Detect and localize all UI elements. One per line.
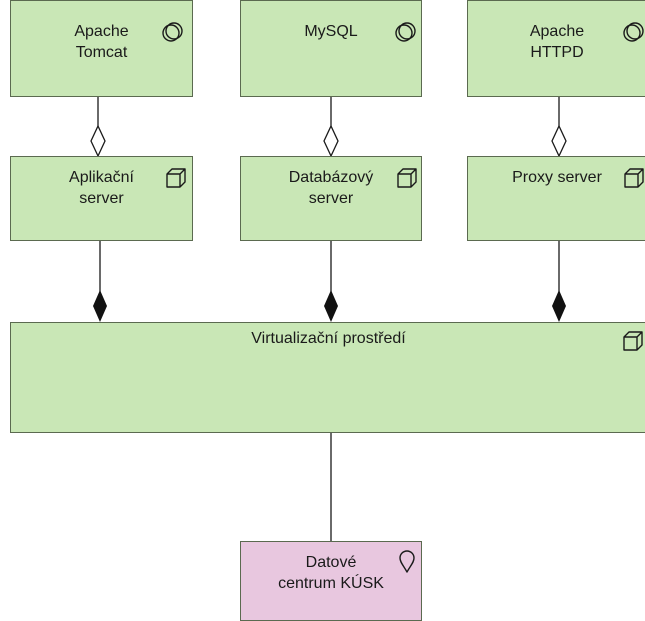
node-databazovy-server[interactable]: Databázový server xyxy=(240,156,422,241)
system-software-icon xyxy=(623,22,644,42)
node-virtualizacni-prostredi[interactable]: Virtualizační prostředí xyxy=(10,322,645,433)
node-label: MySQL xyxy=(304,23,358,40)
node-box-icon xyxy=(166,168,186,188)
aggregation-diamond-db xyxy=(323,124,339,158)
system-software-icon xyxy=(395,22,416,42)
composition-diamond-app xyxy=(93,290,107,322)
node-label: Virtualizační prostředí xyxy=(251,330,406,347)
aggregation-diamond-proxy xyxy=(551,124,567,158)
node-mysql[interactable]: MySQL xyxy=(240,0,422,97)
location-pin-icon xyxy=(399,550,415,573)
composition-diamond-proxy xyxy=(552,290,566,322)
node-apache-httpd[interactable]: Apache HTTPD xyxy=(467,0,645,97)
node-apache-tomcat[interactable]: Apache Tomcat xyxy=(10,0,193,97)
node-box-icon xyxy=(624,168,644,188)
node-box-icon xyxy=(397,168,417,188)
node-label: Apache Tomcat xyxy=(74,23,129,61)
node-label: Aplikační server xyxy=(69,169,134,207)
node-label: Proxy server xyxy=(512,169,602,186)
node-datove-centrum-kusk[interactable]: Datové centrum KÚSK xyxy=(240,541,422,621)
system-software-icon xyxy=(162,22,183,42)
node-proxy-server[interactable]: Proxy server xyxy=(467,156,645,241)
node-aplikacni-server[interactable]: Aplikační server xyxy=(10,156,193,241)
node-label: Apache HTTPD xyxy=(529,23,585,61)
node-label: Datové centrum KÚSK xyxy=(278,554,384,592)
node-box-icon xyxy=(623,331,643,351)
node-label: Databázový server xyxy=(288,169,374,207)
aggregation-diamond-app xyxy=(90,124,106,158)
composition-diamond-db xyxy=(324,290,338,322)
